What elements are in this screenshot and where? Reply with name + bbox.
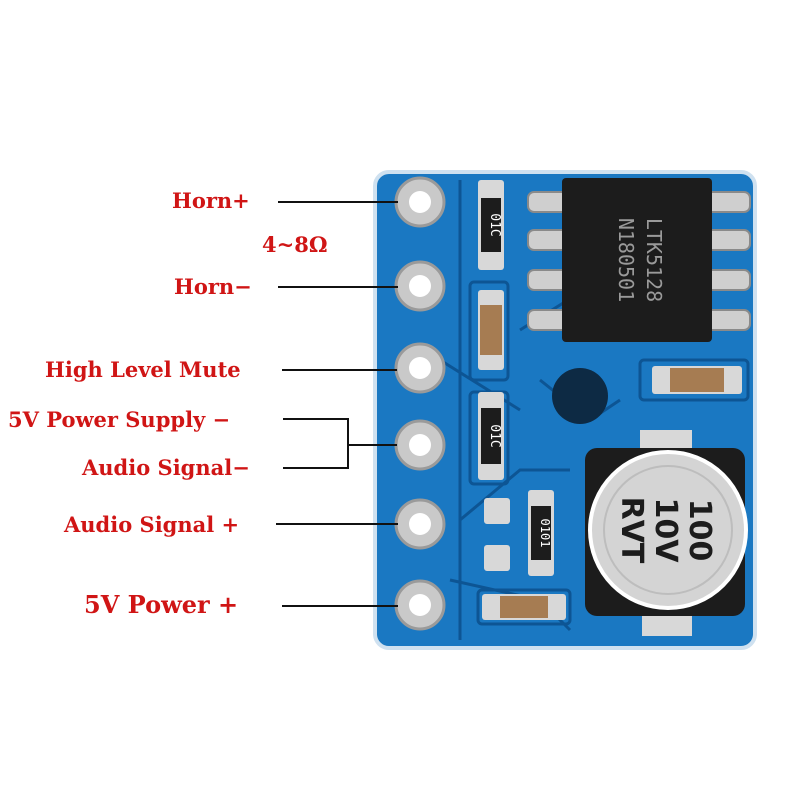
cap-marking-line2: 10V [648,498,683,564]
resistor-right: 0101 [528,490,554,576]
leader-line-audio-signal-minus [283,467,348,469]
resistor-top-marking: 01C [487,213,502,236]
leader-line-gnd-join [347,444,397,446]
label-power-plus: 5V Power + [84,590,239,619]
resistor-top: 01C [478,180,504,270]
resistor-right-marking: 0101 [538,519,552,548]
header-pads [394,176,446,631]
label-high-level-mute: High Level Mute [45,357,241,382]
label-power-supply-minus: 5V Power Supply − [8,407,231,432]
pad-mute [394,342,446,394]
leader-line-power-plus [282,605,398,607]
label-audio-signal-minus: Audio Signal− [82,455,250,480]
capacitor-smd-right [652,366,742,394]
leader-line-audio-plus [276,523,398,525]
pad-horn-plus [394,176,446,228]
label-impedance: 4~8Ω [262,232,328,257]
label-horn-plus: Horn+ [172,188,250,213]
amplifier-ic: LTK5128 N180501 [527,178,751,342]
pad-horn-minus [394,260,446,312]
electrolytic-capacitor: 100 10V RVT [585,430,748,636]
resistor-mid-marking: 01C [487,424,502,447]
leader-line-horn-plus [278,201,398,203]
ic-marking-line1: LTK5128 [642,218,666,302]
mounting-hole [552,368,608,424]
leader-line-horn-minus [278,286,398,288]
small-pads [484,498,510,571]
leader-bracket-vertical [347,418,349,469]
label-horn-minus: Horn− [174,274,252,299]
resistor-mid: 01C [478,392,504,480]
capacitor-smd-bottom [482,594,566,620]
leader-line-power-supply-minus [283,418,348,420]
ic-marking-line2: N180501 [614,218,638,302]
capacitor-smd-left [478,290,504,370]
leader-line-mute [282,369,397,371]
label-audio-signal-plus: Audio Signal + [64,512,240,537]
pad-gnd [394,419,446,471]
pad-audio-plus [394,498,446,550]
pad-power-plus [394,579,446,631]
cap-marking-line1: 100 [682,499,717,562]
cap-marking-line3: RVT [614,497,649,564]
